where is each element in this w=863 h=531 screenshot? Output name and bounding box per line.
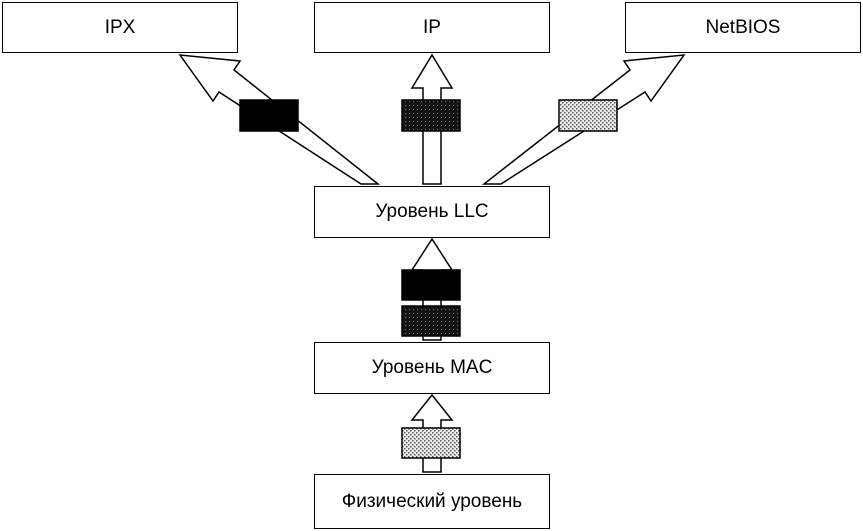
netbios-box: NetBIOS xyxy=(625,2,861,53)
packet-mac xyxy=(401,427,461,459)
ipx-label: IPX xyxy=(104,16,136,38)
packet-netbios xyxy=(558,99,618,132)
packet-ipx xyxy=(239,99,299,132)
packet-llc-lower xyxy=(401,305,461,337)
ip-box: IP xyxy=(314,2,550,53)
physical-layer-box: Физический уровень xyxy=(314,474,550,529)
mac-layer-box: Уровень MAC xyxy=(314,342,550,394)
llc-layer-box: Уровень LLC xyxy=(314,186,550,238)
llc-layer-label: Уровень LLC xyxy=(375,201,489,222)
physical-layer-label: Физический уровень xyxy=(341,490,523,512)
packet-llc-upper xyxy=(401,269,461,301)
packet-ip xyxy=(401,99,461,132)
mac-layer-label: Уровень MAC xyxy=(371,357,493,378)
ip-label: IP xyxy=(423,16,441,38)
netbios-label: NetBIOS xyxy=(705,16,781,38)
ipx-box: IPX xyxy=(2,2,238,53)
